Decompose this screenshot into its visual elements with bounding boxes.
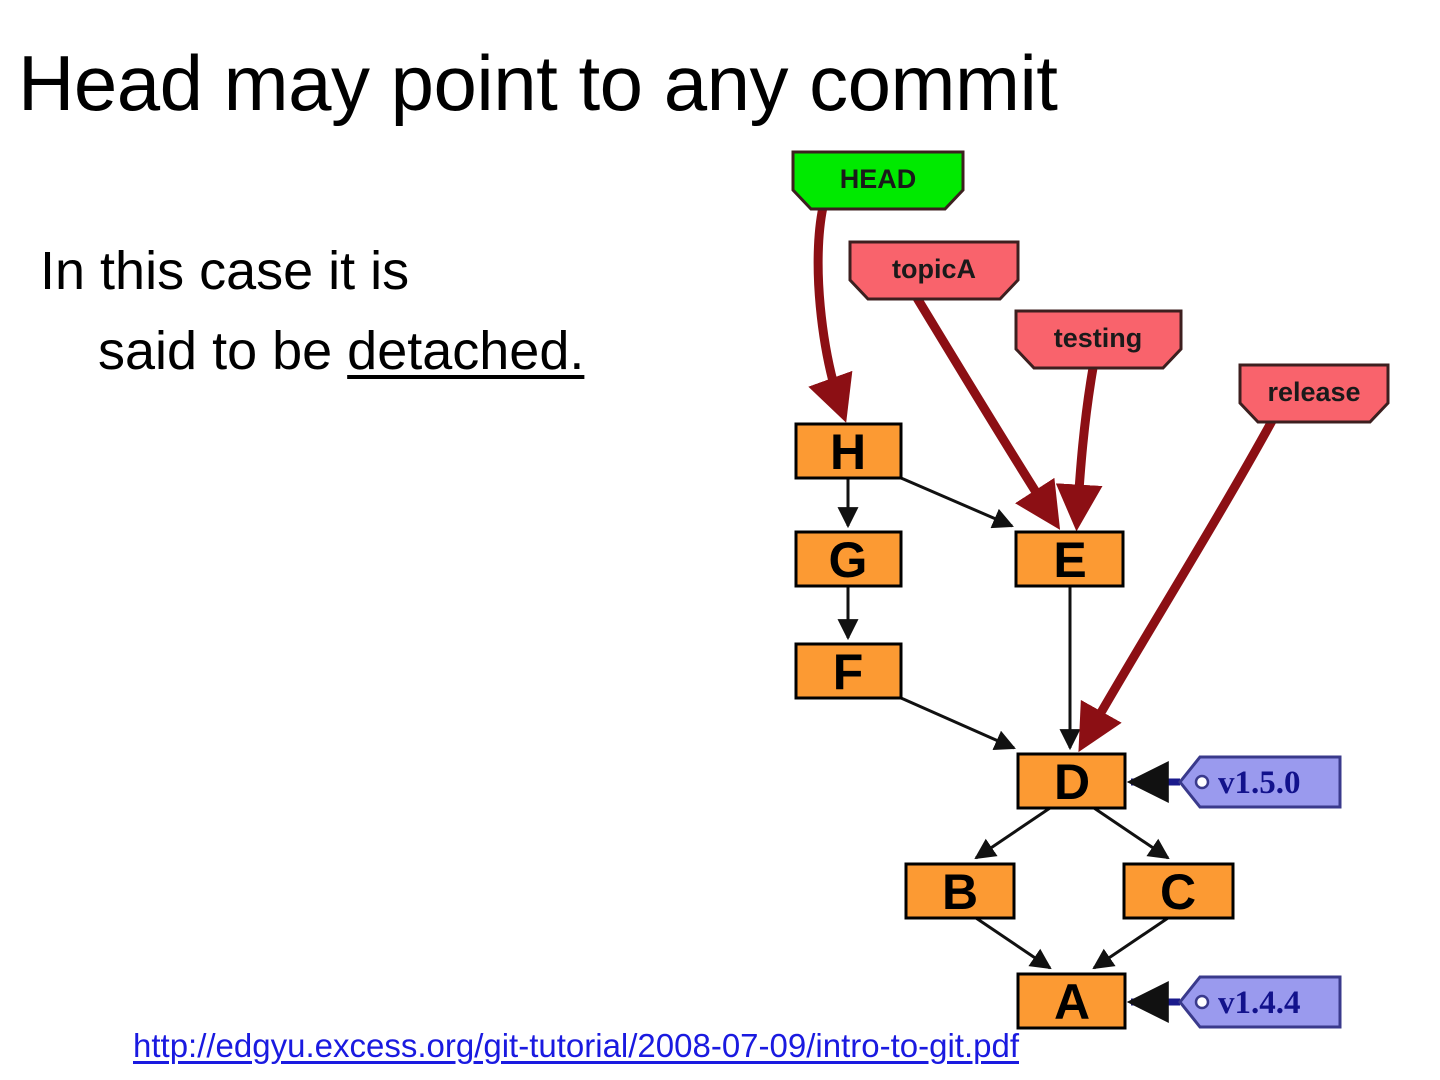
tag-label-v144: v1.4.4 xyxy=(1218,985,1301,1021)
commit-label-F: F xyxy=(833,644,864,700)
commit-box-H[interactable] xyxy=(794,422,903,480)
edge-B-A xyxy=(975,916,1052,970)
commit-box-F[interactable] xyxy=(794,642,903,700)
tag-shape-v150[interactable] xyxy=(1178,755,1342,809)
ref-banner-topicA[interactable] xyxy=(848,240,1020,301)
tag-shape-v144[interactable] xyxy=(1178,975,1342,1029)
commit-box-G[interactable] xyxy=(794,530,903,588)
tag-edges xyxy=(1126,761,1180,1023)
edge-D-C xyxy=(1093,806,1170,860)
tag-node-v144[interactable]: v1.4.4 xyxy=(1178,975,1342,1029)
commit-node-H[interactable]: H xyxy=(794,422,903,480)
commit-label-D: D xyxy=(1054,754,1090,810)
body-text: In this case it is said to be detached. xyxy=(40,232,720,392)
body-line-1: In this case it is xyxy=(40,241,410,301)
body-line-2: said to be detached. xyxy=(40,312,720,392)
commit-node-F[interactable]: F xyxy=(794,642,903,700)
ref-label-HEAD: HEAD xyxy=(840,164,917,194)
detached-emphasis: detached. xyxy=(347,320,585,381)
tag-hole-icon xyxy=(1194,994,1210,1010)
edge-F-D xyxy=(900,696,1016,750)
commit-node-C[interactable]: C xyxy=(1122,862,1235,920)
commit-box-C[interactable] xyxy=(1122,862,1235,920)
commit-box-D[interactable] xyxy=(1016,752,1127,810)
ref-node-release[interactable]: release xyxy=(1238,363,1390,424)
commit-label-E: E xyxy=(1053,532,1086,588)
tag-node-v150[interactable]: v1.5.0 xyxy=(1178,755,1342,809)
commit-node-D[interactable]: D xyxy=(1016,752,1127,810)
commit-label-B: B xyxy=(942,864,978,920)
edge-H-E xyxy=(900,476,1014,529)
ref-label-testing: testing xyxy=(1054,323,1143,353)
body-line-2-prefix: said to be xyxy=(98,320,348,381)
ref-label-topicA: topicA xyxy=(892,254,976,284)
ref-edges xyxy=(808,206,1276,753)
ref-banner-release[interactable] xyxy=(1238,363,1390,424)
commit-node-E[interactable]: E xyxy=(1014,530,1125,588)
commit-label-G: G xyxy=(829,532,868,588)
commit-edges xyxy=(837,476,1170,970)
edge-testing-E xyxy=(1055,367,1103,532)
ref-banner-HEAD[interactable] xyxy=(791,150,965,211)
ref-node-topicA[interactable]: topicA xyxy=(848,240,1020,301)
page-title: Head may point to any commit xyxy=(18,39,1058,127)
commit-node-A[interactable]: A xyxy=(1016,972,1127,1030)
edge-HEAD-H xyxy=(808,206,853,423)
ref-node-testing[interactable]: testing xyxy=(1014,309,1183,370)
commit-box-E[interactable] xyxy=(1014,530,1125,588)
commit-node-B[interactable]: B xyxy=(904,862,1016,920)
edge-release-D xyxy=(1078,418,1276,753)
commit-label-H: H xyxy=(830,424,866,480)
commit-label-A: A xyxy=(1054,974,1090,1030)
commit-box-B[interactable] xyxy=(904,862,1016,920)
ref-node-HEAD[interactable]: HEAD xyxy=(791,150,965,211)
commit-box-A[interactable] xyxy=(1016,972,1127,1030)
commit-node-G[interactable]: G xyxy=(794,530,903,588)
commit-label-C: C xyxy=(1160,864,1196,920)
edge-topicA-E xyxy=(913,295,1061,530)
source-url-link[interactable]: http://edgyu.excess.org/git-tutorial/200… xyxy=(133,1027,1019,1064)
edge-C-A xyxy=(1092,916,1169,970)
tag-hole-icon xyxy=(1194,774,1210,790)
ref-banner-testing[interactable] xyxy=(1014,309,1183,370)
edge-D-B xyxy=(974,806,1051,860)
tag-label-v150: v1.5.0 xyxy=(1218,765,1301,801)
ref-label-release: release xyxy=(1267,377,1360,407)
